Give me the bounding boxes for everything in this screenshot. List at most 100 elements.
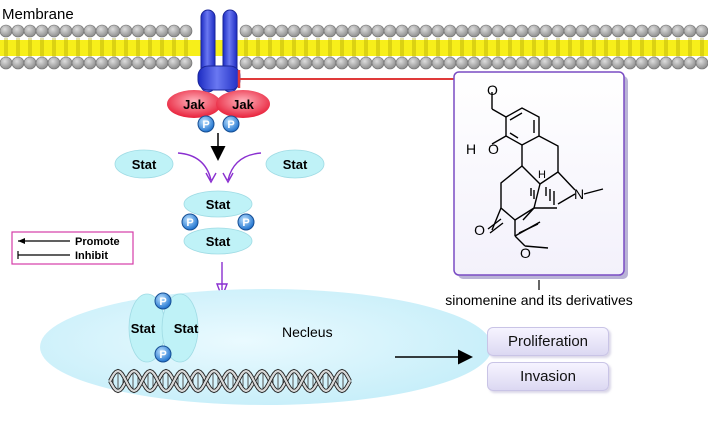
lipid-tail: [244, 38, 248, 57]
lipid-head: [0, 24, 13, 38]
proliferation-box: Proliferation: [487, 327, 609, 356]
lipid-head: [443, 56, 457, 70]
lipid-tail: [460, 38, 464, 57]
lipid-head: [383, 24, 397, 38]
dna-strand: [109, 369, 351, 393]
stat-label: Stat: [174, 321, 199, 336]
jak-left: [167, 90, 221, 118]
lipid-head: [179, 56, 193, 70]
jak-right: [216, 90, 270, 118]
lipid-head: [95, 24, 109, 38]
lipid-tail: [268, 38, 272, 57]
jak-left-label: Jak: [183, 97, 205, 112]
membrane: [0, 24, 708, 70]
methoxy-o-bottom: O: [520, 245, 531, 261]
lipid-head: [59, 56, 73, 70]
compound-label: sinomenine and its derivatives: [445, 292, 633, 308]
stat-label: Stat: [206, 234, 231, 249]
lipid-tail: [64, 38, 68, 57]
lipid-head: [275, 24, 289, 38]
lipid-tail: [364, 38, 368, 57]
lipid-tail: [292, 38, 296, 57]
lipid-head: [515, 24, 529, 38]
lipid-head: [299, 24, 313, 38]
stat-free-left: Stat: [114, 149, 174, 179]
lipid-tail: [172, 38, 176, 57]
lipid-tail: [112, 38, 116, 57]
lipid-tail: [676, 38, 680, 57]
lipid-tail: [640, 38, 644, 57]
stat-dimer: Stat Stat P P: [181, 190, 255, 255]
lipid-head: [587, 56, 601, 70]
lipid-head: [671, 24, 685, 38]
carbonyl-o: O: [474, 222, 485, 238]
lipid-head: [35, 24, 49, 38]
lipid-head: [515, 56, 529, 70]
lipid-head: [311, 56, 325, 70]
lipid-tail: [340, 38, 344, 57]
nuclear-stat-dimer: Stat Stat P P: [128, 292, 199, 363]
lipid-tail: [136, 38, 140, 57]
lipid-head: [395, 56, 409, 70]
legend: Promote Inhibit: [11, 231, 134, 265]
methoxy-o-top: O: [487, 82, 498, 98]
lipid-head: [659, 24, 673, 38]
lipid-tail: [616, 38, 620, 57]
lipid-head: [299, 56, 313, 70]
lipid-head: [623, 56, 637, 70]
phosphate-label: P: [159, 296, 166, 308]
lipid-head: [479, 56, 493, 70]
lipid-head: [155, 24, 169, 38]
lipid-tail: [16, 38, 20, 57]
stereo-h: H: [538, 169, 546, 181]
lipid-head: [695, 56, 708, 70]
lipid-tail: [436, 38, 440, 57]
hydroxyl-o: O: [488, 141, 499, 157]
jak-right-label: Jak: [232, 97, 254, 112]
lipid-tail: [304, 38, 308, 57]
lipid-head: [83, 56, 97, 70]
lipid-head: [659, 56, 673, 70]
lipid-tail: [184, 38, 188, 57]
lipid-tail: [448, 38, 452, 57]
lipid-head: [599, 56, 613, 70]
lipid-tail: [328, 38, 332, 57]
lipid-tail: [160, 38, 164, 57]
lipid-head: [47, 56, 61, 70]
stat-label: Stat: [283, 157, 308, 172]
lipid-head: [563, 24, 577, 38]
legend-promote: Promote: [75, 236, 120, 248]
lipid-tail: [484, 38, 488, 57]
lipid-head: [239, 24, 253, 38]
lipid-tail: [628, 38, 632, 57]
lipid-tail: [256, 38, 260, 57]
lipid-head: [131, 24, 145, 38]
lipid-head: [491, 56, 505, 70]
lipid-tail: [532, 38, 536, 57]
lipid-head: [107, 24, 121, 38]
lipid-head: [263, 56, 277, 70]
lipid-head: [539, 56, 553, 70]
stat-label: Stat: [206, 197, 231, 212]
legend-inhibit: Inhibit: [75, 250, 108, 262]
lipid-tail: [520, 38, 524, 57]
lipid-head: [419, 24, 433, 38]
lipid-head: [683, 56, 697, 70]
lipid-tail: [388, 38, 392, 57]
lipid-head: [239, 56, 253, 70]
lipid-head: [23, 24, 37, 38]
lipid-head: [695, 24, 708, 38]
lipid-head: [371, 24, 385, 38]
compound-box: [453, 71, 625, 276]
lipid-tail: [100, 38, 104, 57]
lipid-head: [539, 24, 553, 38]
lipid-head: [359, 56, 373, 70]
lipid-head: [491, 24, 505, 38]
lipid-head: [623, 24, 637, 38]
receptor: [197, 9, 241, 93]
lipid-head: [47, 24, 61, 38]
lipid-head: [251, 56, 265, 70]
lipid-head: [35, 56, 49, 70]
lipid-head: [527, 24, 541, 38]
